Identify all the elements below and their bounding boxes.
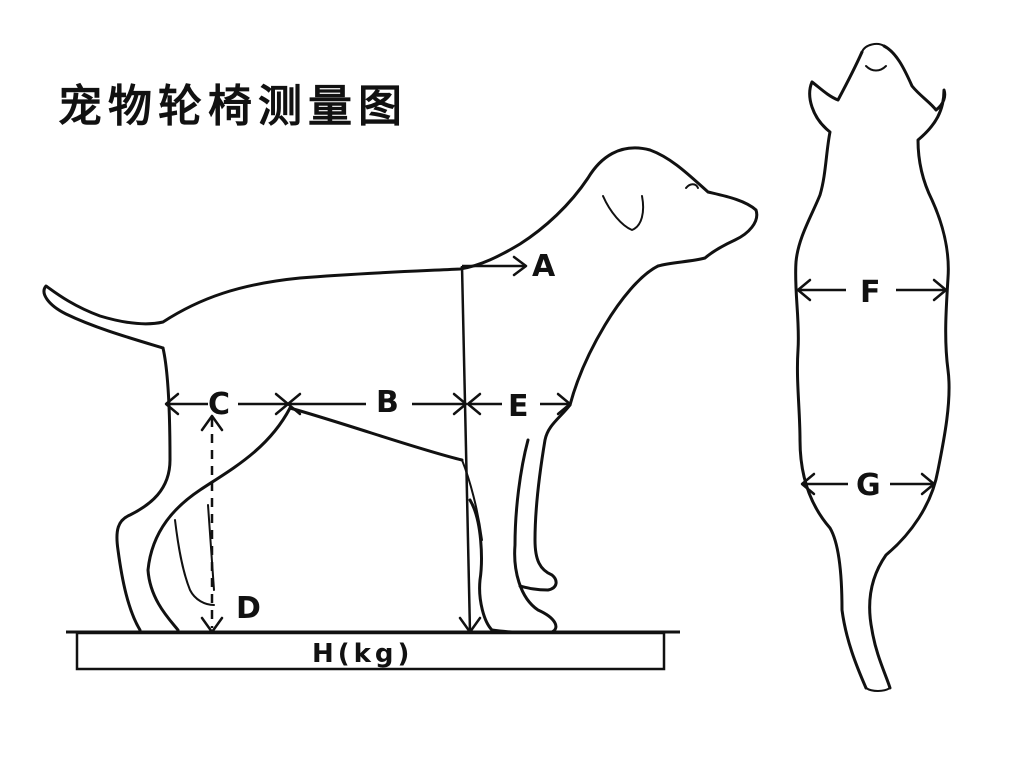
dimension-b xyxy=(274,392,468,416)
dog-side-view xyxy=(42,146,759,635)
dimension-a xyxy=(458,255,528,634)
label-h-weight: H(kg) xyxy=(312,639,413,669)
dimension-c xyxy=(164,392,286,416)
label-e: E xyxy=(508,389,529,424)
dimension-d xyxy=(200,414,224,634)
label-g: G xyxy=(856,468,881,503)
label-c: C xyxy=(208,387,230,422)
dimension-e xyxy=(466,392,572,416)
dimension-g xyxy=(800,472,936,496)
label-f: F xyxy=(860,275,881,310)
label-a: A xyxy=(532,249,556,284)
label-d: D xyxy=(236,591,261,626)
dimension-f xyxy=(796,278,948,302)
scale-box xyxy=(75,631,666,671)
label-b: B xyxy=(376,385,399,420)
diagram-title: 宠物轮椅测量图 xyxy=(58,81,408,132)
dog-top-view xyxy=(794,43,951,692)
